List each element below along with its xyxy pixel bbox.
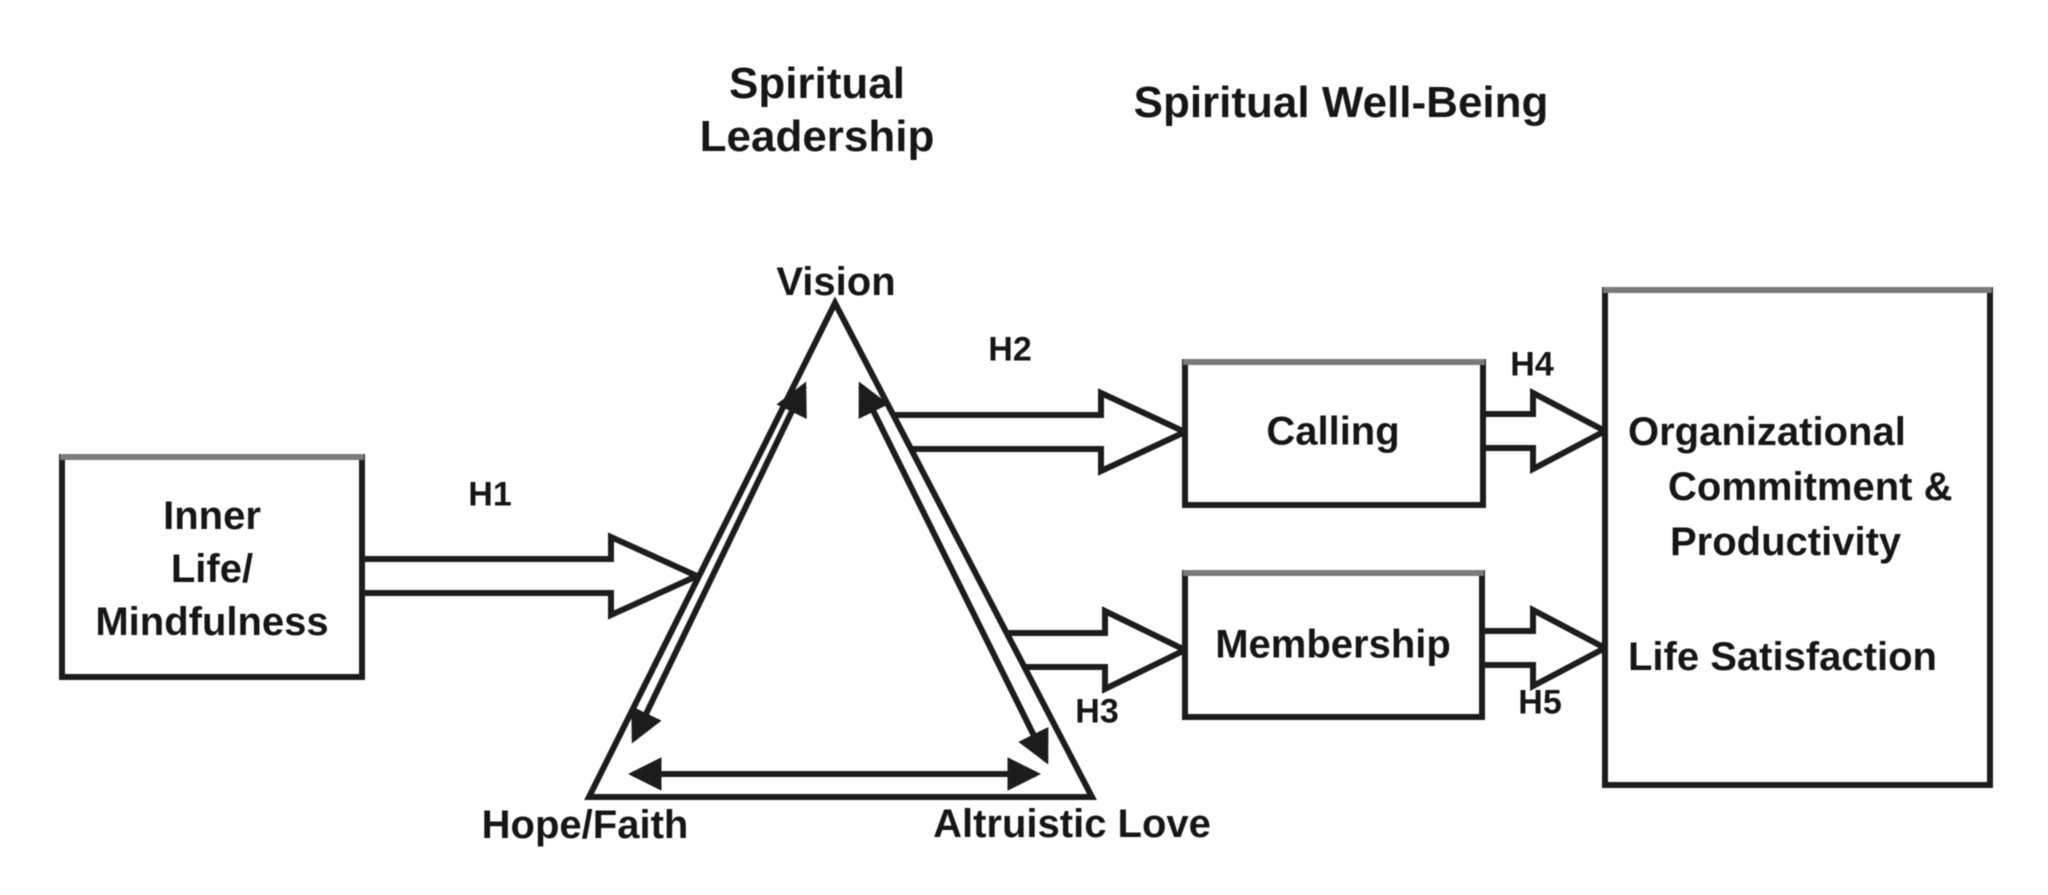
outcomes-label-commitment: Commitment & <box>1668 465 1953 509</box>
outcomes-label-organizational: Organizational <box>1628 410 1906 454</box>
outcomes-label-life-satisfaction: Life Satisfaction <box>1628 635 1937 679</box>
title-spiritual-well-being: Spiritual Well-Being <box>1133 78 1549 127</box>
h2-arrow <box>888 388 1193 476</box>
hope-faith-label: Hope/Faith <box>481 803 689 847</box>
membership-label: Membership <box>1215 622 1451 667</box>
h4-arrow <box>1480 388 1612 474</box>
h2-label: H2 <box>988 330 1032 369</box>
vision-label: Vision <box>776 260 896 304</box>
inner-life-label-line3: Mindfulness <box>95 600 329 644</box>
title-spiritual-leadership-line2: Leadership <box>699 112 935 161</box>
inner-life-label-line1: Inner <box>163 494 261 538</box>
vision-altruisticlove-double-arrow <box>858 381 1049 765</box>
h5-label: H5 <box>1518 683 1562 722</box>
inner-life-label-line2: Life/ <box>170 547 254 591</box>
calling-label: Calling <box>1266 409 1400 454</box>
leadership-triangle <box>584 296 1097 800</box>
h4-label: H4 <box>1510 345 1554 384</box>
title-spiritual-leadership-line1: Spiritual <box>728 59 906 108</box>
inner-life-label: Inner Life/ Mindfulness <box>95 490 328 649</box>
h1-arrow <box>359 532 705 620</box>
title-spiritual-leadership: Spiritual Leadership <box>700 57 935 163</box>
h3-label: H3 <box>1075 692 1119 731</box>
h5-arrow <box>1479 605 1612 691</box>
altruistic-love-label: Altruistic Love <box>933 802 1211 846</box>
outcomes-label-productivity: Productivity <box>1670 520 1902 564</box>
h1-label: H1 <box>468 475 512 514</box>
vision-hopefaith-double-arrow <box>631 381 807 744</box>
